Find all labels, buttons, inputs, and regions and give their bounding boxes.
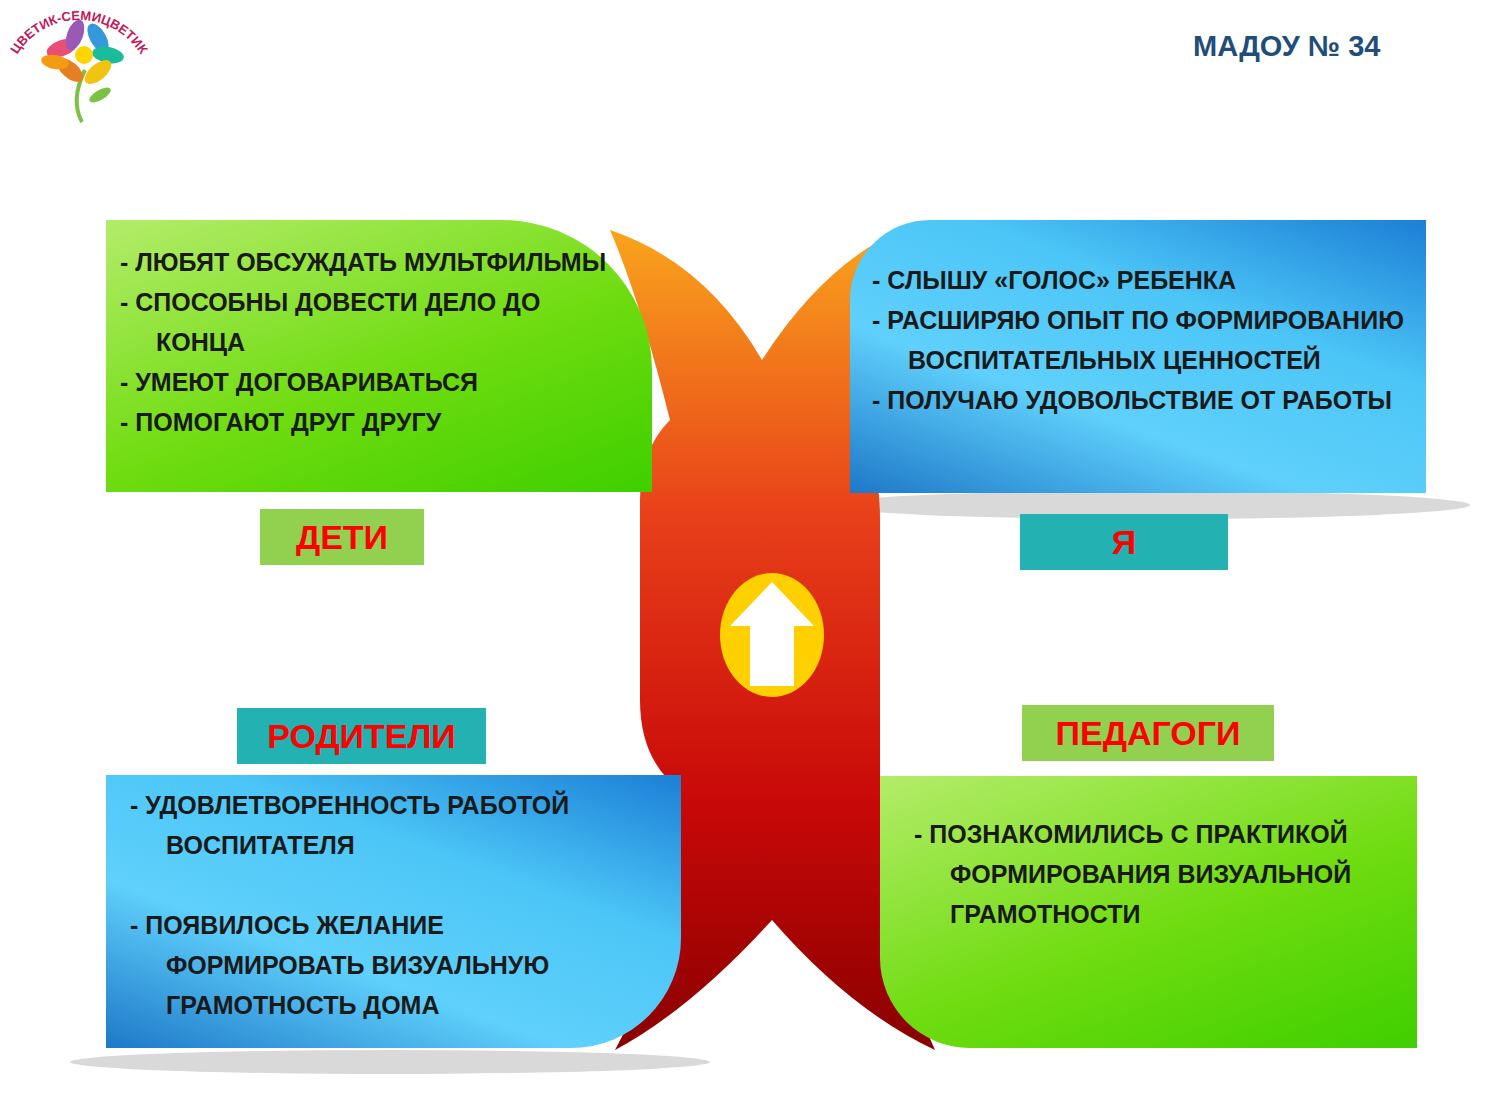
logo-text: ЦВЕТИК-СЕМИЦВЕТИК — [7, 8, 151, 57]
children-box: - ЛЮБЯТ ОБСУЖДАТЬ МУЛЬТФИЛЬМЫ- СПОСОБНЫ … — [106, 220, 652, 492]
shadow — [70, 1050, 710, 1074]
heading: МАДОУ № 34 — [1193, 30, 1380, 63]
label-text: ПЕДАГОГИ — [1056, 714, 1241, 753]
label-text: РОДИТЕЛИ — [267, 717, 456, 756]
group-label: Я — [1020, 514, 1228, 570]
bullet-text: - ПОЗНАКОМИЛИСЬ С ПРАКТИКОЙ ФОРМИРОВАНИЯ… — [904, 814, 1407, 934]
logo-flower — [40, 17, 125, 122]
group-label: ПЕДАГОГИ — [1022, 705, 1274, 761]
bullet-text: - ПОЯВИЛОСЬ ЖЕЛАНИЕ ФОРМИРОВАТЬ ВИЗУАЛЬН… — [120, 905, 621, 1025]
label-text: ДЕТИ — [296, 518, 388, 557]
label-text: Я — [1112, 523, 1136, 562]
bullet-text: - ПОЛУЧАЮ УДОВОЛЬСТВИЕ ОТ РАБОТЫ — [862, 380, 1414, 420]
bullet-text: - РАСШИРЯЮ ОПЫТ ПО ФОРМИРОВАНИЮ ВОСПИТАТ… — [862, 300, 1414, 380]
bullet-text: - ЛЮБЯТ ОБСУЖДАТЬ МУЛЬТФИЛЬМЫ — [110, 242, 632, 282]
teachers-box: - ПОЗНАКОМИЛИСЬ С ПРАКТИКОЙ ФОРМИРОВАНИЯ… — [880, 776, 1417, 1048]
bullet-text: - СПОСОБНЫ ДОВЕСТИ ДЕЛО ДО КОНЦА — [110, 282, 632, 362]
me-box: - СЛЫШУ «ГОЛОС» РЕБЕНКА- РАСШИРЯЮ ОПЫТ П… — [850, 220, 1426, 493]
up-arrow — [730, 582, 814, 686]
parents-box: - УДОВЛЕТВОРЕННОСТЬ РАБОТОЙ ВОСПИТАТЕЛЯ -… — [106, 775, 681, 1048]
group-label: ДЕТИ — [260, 509, 424, 565]
logo-text: ЦВЕТИК-СЕМИЦВЕТИК — [7, 8, 151, 57]
bullet-text: - УМЕЮТ ДОГОВАРИВАТЬСЯ — [110, 362, 632, 402]
group-label: РОДИТЕЛИ — [237, 708, 486, 764]
arrow-badge — [720, 573, 824, 697]
bullet-text: - ПОМОГАЮТ ДРУГ ДРУГУ — [110, 402, 632, 442]
bullet-text: - СЛЫШУ «ГОЛОС» РЕБЕНКА — [862, 260, 1414, 300]
bullet-text: - УДОВЛЕТВОРЕННОСТЬ РАБОТОЙ ВОСПИТАТЕЛЯ — [120, 785, 621, 865]
